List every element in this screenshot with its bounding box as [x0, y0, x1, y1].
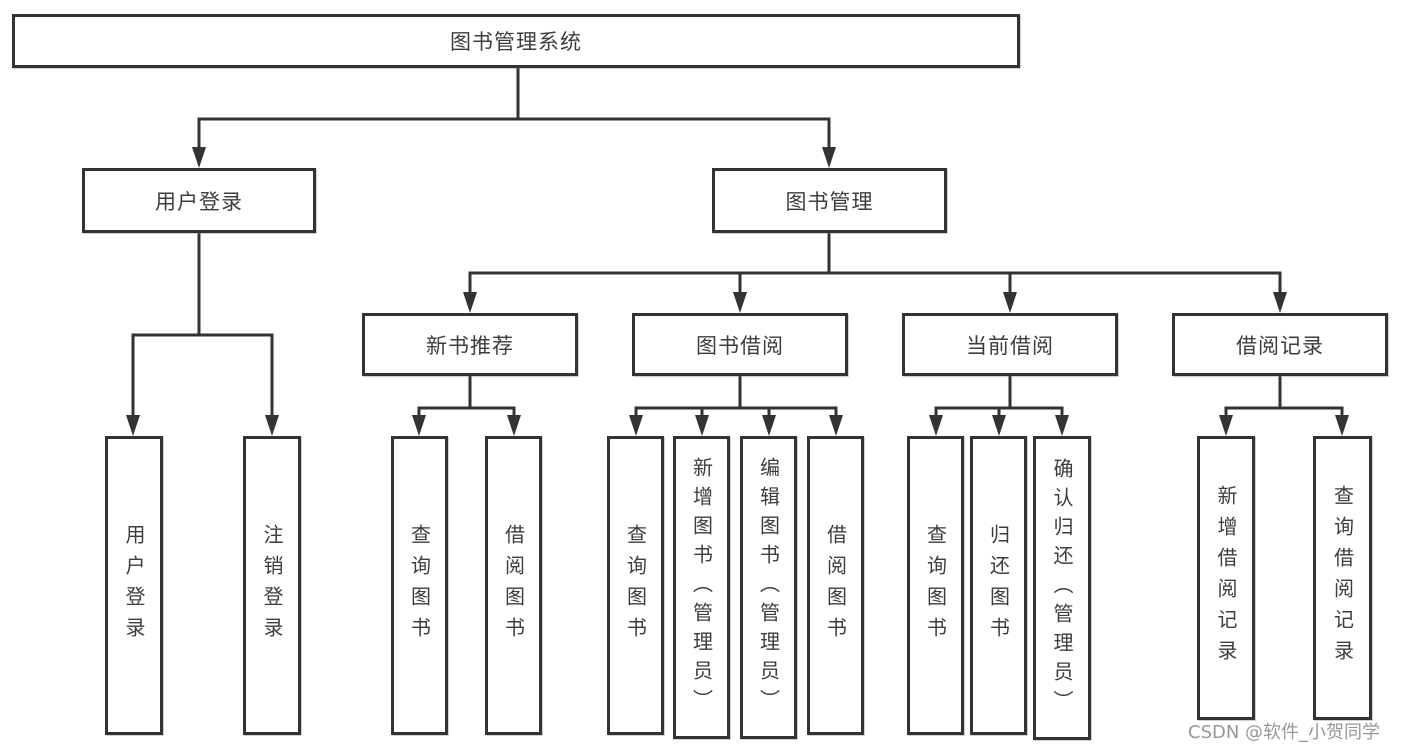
leaf-rec-borrow-book-label: 借阅图书	[501, 523, 526, 648]
leaf-user-login-label: 用户登录	[122, 523, 146, 648]
node-root: 图书管理系统	[12, 14, 1020, 68]
node-current-borrow-label: 当前借阅	[966, 333, 1054, 358]
leaf-add-book-admin: 新增图书（管理员）	[673, 436, 730, 739]
node-borrow-record-label: 借阅记录	[1236, 333, 1324, 358]
leaf-rec-query-book-label: 查询图书	[407, 523, 432, 648]
watermark: CSDN @软件_小贺同学	[1188, 722, 1381, 743]
node-book-borrow: 图书借阅	[632, 313, 848, 376]
leaf-rec-query-book: 查询图书	[391, 436, 448, 735]
leaf-user-login: 用户登录	[105, 436, 163, 735]
leaf-current-query-book-label: 查询图书	[923, 523, 948, 648]
node-root-label: 图书管理系统	[450, 30, 582, 54]
node-book-borrow-label: 图书借阅	[696, 333, 784, 358]
node-user-login: 用户登录	[82, 168, 316, 233]
leaf-edit-book-admin-label: 编辑图书（管理员）	[756, 457, 781, 718]
leaf-add-borrow-record: 新增借阅记录	[1197, 436, 1255, 720]
leaf-add-borrow-record-label: 新增借阅记录	[1214, 485, 1238, 671]
node-user-login-label: 用户登录	[155, 189, 243, 214]
leaf-borrow-book-label: 借阅图书	[823, 523, 848, 648]
leaf-add-book-admin-label: 新增图书（管理员）	[689, 457, 714, 718]
leaf-borrow-query-book-label: 查询图书	[623, 523, 648, 648]
leaf-return-book: 归还图书	[970, 436, 1027, 735]
leaf-query-borrow-record-label: 查询借阅记录	[1330, 485, 1355, 671]
leaf-rec-borrow-book: 借阅图书	[485, 436, 542, 735]
leaf-edit-book-admin: 编辑图书（管理员）	[740, 436, 797, 739]
leaf-borrow-query-book: 查询图书	[607, 436, 664, 735]
leaf-borrow-book: 借阅图书	[807, 436, 864, 735]
leaf-return-book-label: 归还图书	[986, 523, 1011, 648]
node-new-book-recommend: 新书推荐	[362, 313, 578, 376]
leaf-confirm-return-admin-label: 确认归还（管理员）	[1050, 457, 1074, 719]
node-new-book-recommend-label: 新书推荐	[426, 333, 514, 358]
leaf-confirm-return-admin: 确认归还（管理员）	[1033, 436, 1091, 740]
node-book-management: 图书管理	[712, 168, 947, 233]
leaf-query-borrow-record: 查询借阅记录	[1313, 436, 1372, 720]
arrowheads	[126, 147, 1349, 436]
leaf-logout-label: 注销登录	[260, 523, 284, 648]
node-book-management-label: 图书管理	[785, 189, 874, 214]
node-borrow-record: 借阅记录	[1172, 313, 1388, 376]
leaf-logout: 注销登录	[243, 436, 301, 735]
leaf-current-query-book: 查询图书	[907, 436, 964, 735]
node-current-borrow: 当前借阅	[902, 313, 1118, 376]
